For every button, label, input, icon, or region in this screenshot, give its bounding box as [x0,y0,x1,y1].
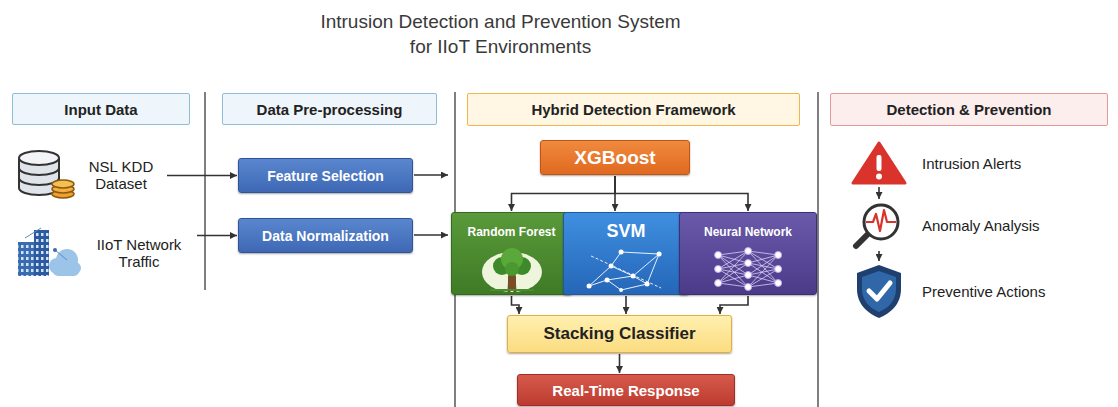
model-box: XGBoost [540,140,690,175]
ensemble-box: Stacking Classifier [507,315,732,353]
connectors [167,176,879,374]
process-box: Feature Selection [238,158,413,193]
process-box: Data Normalization [238,218,413,253]
node-label: Stacking Classifier [543,324,695,344]
node-icon [15,226,81,280]
node-illustration [462,246,562,292]
icon-graphic [856,205,898,246]
data-source: NSL KDD Dataset [15,148,165,202]
data-source: IIoT Network Traffic [15,226,195,280]
divider-line [204,92,206,290]
flow-connector [878,187,880,199]
response-box: Real-Time Response [517,374,735,406]
node-label: Preventive Actions [922,283,1097,300]
node-icon [15,148,77,202]
node-illustration [574,246,678,292]
icon-graphic [714,248,781,291]
icon-graphic [481,248,541,292]
node-label: Intrusion Alerts [922,155,1097,172]
node-label: NSL KDD Dataset [81,158,161,192]
model-card: Random Forest [451,212,572,295]
node-label: Real-Time Response [552,382,699,399]
flow-connector [625,296,627,314]
flow-connector [615,176,748,211]
node-label: Feature Selection [267,168,384,184]
flow-connector [197,235,237,237]
icon-graphic [857,265,901,318]
node-label: Data Normalization [262,228,389,244]
flow-connector [167,175,237,177]
icon-graphic [18,228,81,276]
column-header: Detection & Prevention [830,93,1108,126]
icon-graphic [586,250,661,293]
flow-connector [512,176,616,211]
flow-connector [619,354,621,373]
node-label: Detection & Prevention [886,101,1051,118]
node-label: SVM [564,221,688,242]
divider-line [817,92,819,407]
action-item: Preventive Actions [850,262,1105,320]
flow-arrow [414,234,448,236]
icon-graphic [853,143,905,183]
flow-connector [720,296,748,314]
node-illustration [691,246,805,292]
node-label: XGBoost [574,147,655,169]
column-header: Input Data [12,93,190,125]
node-label: Anomaly Analysis [922,217,1097,234]
model-card: SVM [563,212,689,295]
node-label: Data Pre-processing [257,101,403,118]
node-icon [850,200,908,250]
action-item: Anomaly Analysis [850,200,1105,250]
node-label: Input Data [64,101,137,118]
flow-connector [878,251,880,261]
column-header: Hybrid Detection Framework [467,93,800,126]
column-header: Data Pre-processing [222,93,437,125]
flow-connector [512,296,520,314]
flow-arrow [414,174,448,176]
icon-graphic [19,151,74,198]
model-card: Neural Network [679,212,817,295]
action-item: Intrusion Alerts [850,140,1105,186]
node-label: Hybrid Detection Framework [531,101,735,118]
flow-arrows [414,175,448,235]
node-label: IIoT Network Traffic [85,236,193,270]
diagram-title: Intrusion Detection and Prevention Syste… [313,9,688,59]
node-label: Random Forest [452,225,571,239]
node-label: Neural Network [680,225,816,239]
node-icon [850,140,908,186]
column-dividers [205,92,818,407]
node-icon [850,262,908,320]
